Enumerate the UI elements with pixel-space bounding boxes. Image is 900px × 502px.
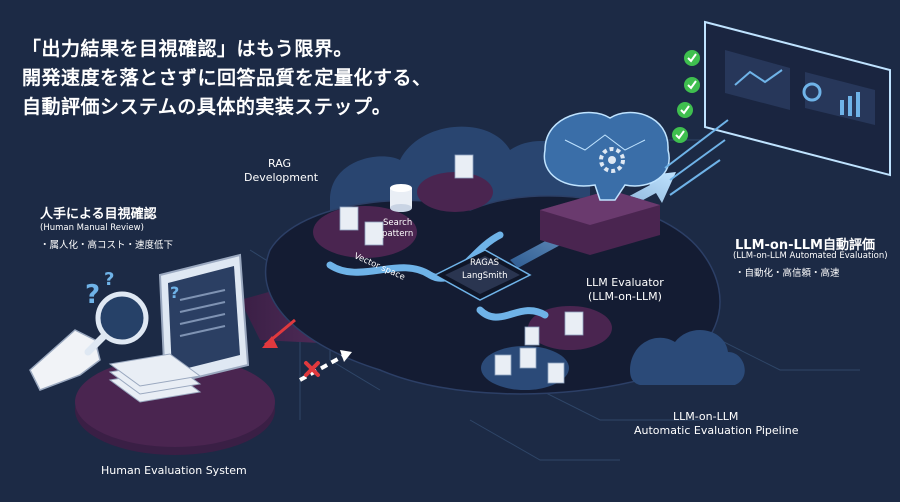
svg-text:?: ?	[104, 269, 114, 290]
llm-on-llm-benefits: ・自動化・高信頼・高速	[735, 268, 840, 279]
rag-label-line-2: Development	[244, 171, 319, 184]
llm-on-llm-subtitle: (LLM-on-LLM Automated Evaluation)	[733, 251, 888, 261]
headline-line-3: 自動評価システムの具体的実装ステップ。	[22, 96, 392, 118]
cloud-icon	[630, 329, 745, 385]
paper-stack	[108, 353, 202, 403]
human-review-drawbacks: ・属人化・高コスト・速度低下	[40, 240, 174, 251]
rising-streams	[664, 119, 729, 196]
database-icon	[390, 184, 412, 212]
chip-icon	[433, 249, 532, 301]
chip-label-line-2: LangSmith	[462, 271, 508, 281]
search-pattern-line-2: pattern	[382, 229, 414, 239]
svg-text:?: ?	[85, 280, 100, 310]
search-pattern-line-1: Search	[383, 218, 413, 228]
brain-icon	[543, 111, 670, 201]
chip-label-line-1: RAGAS	[470, 258, 500, 268]
monitor-icon	[158, 253, 250, 387]
hand-icon	[29, 329, 101, 391]
magnifying-glass-icon	[84, 291, 149, 356]
rag-label-line-1: RAG	[268, 157, 292, 170]
monitor-icon	[704, 20, 891, 177]
question-mark-icon: ? ? ?	[85, 269, 179, 310]
headline-line-2: 開発速度を落とさずに回答品質を定量化する、	[22, 67, 432, 89]
cross-icon	[304, 361, 320, 377]
pipeline-line-2: Automatic Evaluation Pipeline	[634, 424, 799, 437]
llm-on-llm-title: LLM-on-LLM自動評価	[735, 238, 875, 253]
headline-line-1: 「出力結果を目視確認」はもう限界。	[22, 38, 353, 60]
svg-text:?: ?	[170, 283, 179, 302]
llm-evaluator-line-2: (LLM-on-LLM)	[588, 290, 662, 303]
llm-evaluator-line-1: LLM Evaluator	[586, 276, 664, 289]
gear-icon	[599, 147, 625, 173]
human-review-title: 人手による目視確認	[40, 207, 157, 222]
human-review-subtitle: (Human Manual Review)	[40, 223, 144, 233]
check-icon	[672, 50, 700, 143]
blocked-path	[262, 318, 352, 382]
pipeline-line-1: LLM-on-LLM	[673, 410, 739, 423]
human-system-label: Human Evaluation System	[101, 464, 247, 477]
document-icon	[339, 154, 584, 384]
evaluator-server	[540, 190, 660, 255]
